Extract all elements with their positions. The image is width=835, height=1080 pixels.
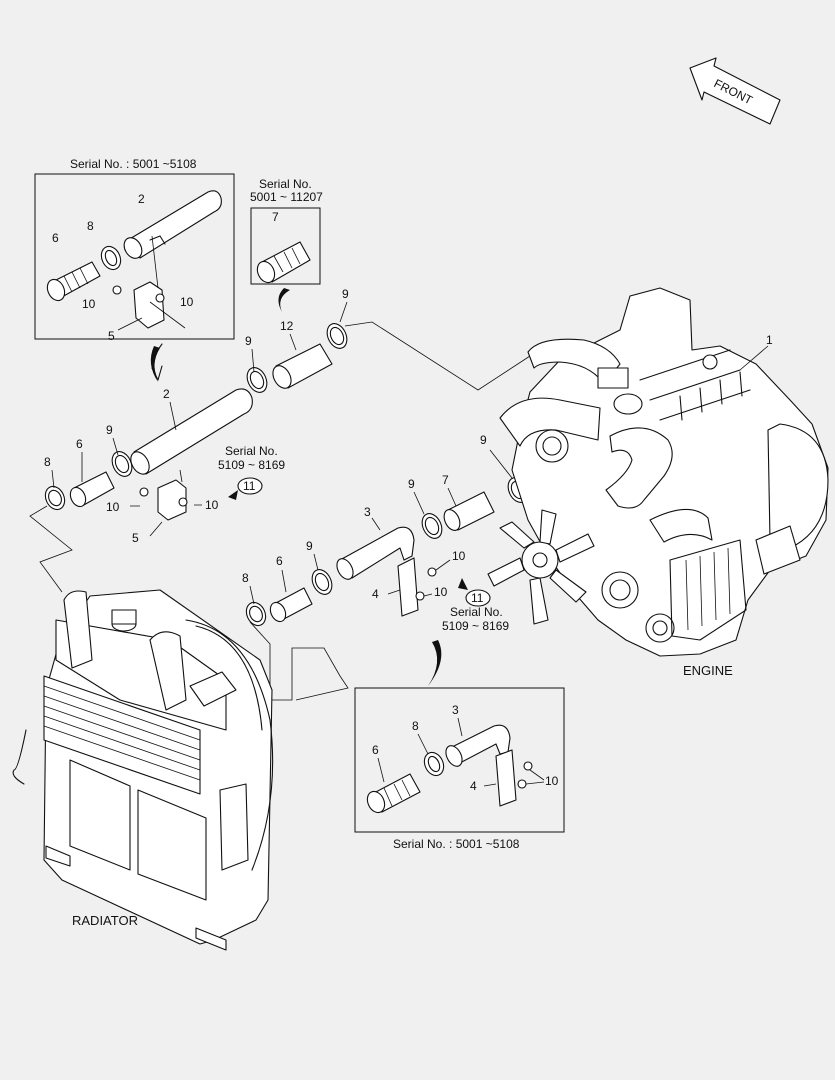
callout-5: 5 <box>132 531 139 545</box>
serial-label-mid-right: Serial No. <box>450 605 503 619</box>
serial-label-top-left: Serial No. : 5001 ~5108 <box>70 157 197 171</box>
callout-10: 10 <box>545 774 559 788</box>
reference-11-right: 11 Serial No. 5109 ~ 8169 <box>442 578 509 633</box>
callout-2: 2 <box>138 192 145 206</box>
callout-1: 1 <box>766 333 773 347</box>
detail-box-top-mid: Serial No. 5001 ~ 11207 7 <box>250 177 323 285</box>
front-arrow: FRONT <box>689 57 781 125</box>
pointer-arrow <box>150 346 160 382</box>
callout-5: 5 <box>108 329 115 343</box>
serial-range-top-mid: 5001 ~ 11207 <box>250 190 323 204</box>
pointer-arrow <box>278 288 290 312</box>
callout-10: 10 <box>180 295 194 309</box>
pointer-arrow <box>428 640 442 686</box>
callout-8: 8 <box>242 571 249 585</box>
callout-9: 9 <box>106 423 113 437</box>
upper-pipe-assembly: 9 12 9 2 9 6 8 10 10 5 <box>29 287 531 593</box>
serial-label-top-mid: Serial No. <box>259 177 312 191</box>
serial-range-mid-right: 5109 ~ 8169 <box>442 619 509 633</box>
callout-7: 7 <box>442 473 449 487</box>
callout-9: 9 <box>245 334 252 348</box>
callout-9: 9 <box>306 539 313 553</box>
callout-8: 8 <box>412 719 419 733</box>
callout-7: 7 <box>272 210 279 224</box>
engine-assembly: 1 ENGINE <box>487 287 829 678</box>
callout-10: 10 <box>205 498 219 512</box>
detail-box-bottom: 3 8 6 4 10 Serial No. : 5001 ~5108 <box>354 687 565 851</box>
callout-8: 8 <box>44 455 51 469</box>
callout-4: 4 <box>470 779 477 793</box>
callout-10: 10 <box>452 549 466 563</box>
serial-label-mid-left: Serial No. <box>225 444 278 458</box>
callout-9: 9 <box>342 287 349 301</box>
callout-8: 8 <box>87 219 94 233</box>
detail-box-top-left: Serial No. : 5001 ~5108 2 6 8 10 10 5 <box>34 157 235 343</box>
lower-pipe-assembly: 3 9 7 9 9 6 8 4 10 10 <box>242 433 529 701</box>
callout-11: 11 <box>471 591 484 605</box>
callout-6: 6 <box>372 743 379 757</box>
serial-label-bottom: Serial No. : 5001 ~5108 <box>393 837 520 851</box>
radiator-label: RADIATOR <box>72 913 138 928</box>
callout-2: 2 <box>163 387 170 401</box>
callout-4: 4 <box>372 587 379 601</box>
callout-6: 6 <box>52 231 59 245</box>
callout-3: 3 <box>364 505 371 519</box>
callout-6: 6 <box>276 554 283 568</box>
serial-range-mid-left: 5109 ~ 8169 <box>218 458 285 472</box>
callout-9: 9 <box>408 477 415 491</box>
cooling-fan <box>487 509 595 625</box>
callout-6: 6 <box>76 437 83 451</box>
callout-10: 10 <box>82 297 96 311</box>
callout-10: 10 <box>434 585 448 599</box>
callout-10: 10 <box>106 500 120 514</box>
callout-12: 12 <box>280 319 294 333</box>
callout-3: 3 <box>452 703 459 717</box>
reference-11-left: Serial No. 5109 ~ 8169 11 <box>218 444 285 500</box>
callout-11: 11 <box>243 479 256 493</box>
callout-9: 9 <box>480 433 487 447</box>
radiator-assembly: RADIATOR <box>12 589 274 951</box>
engine-label: ENGINE <box>683 663 733 678</box>
